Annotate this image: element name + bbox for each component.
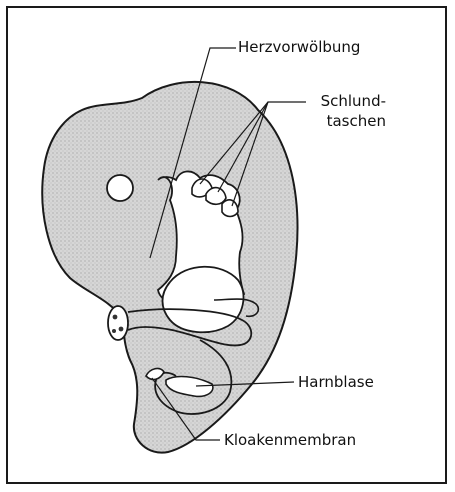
label-pharyngeal-line2: taschen bbox=[310, 112, 386, 130]
label-bladder: Harnblase bbox=[298, 373, 374, 391]
eye-vesicle bbox=[107, 175, 133, 201]
label-pharyngeal-line1: Schlund- bbox=[310, 92, 386, 110]
umbilical-cord bbox=[108, 306, 128, 340]
label-heart: Herzvorwölbung bbox=[238, 38, 360, 56]
embryo-body bbox=[42, 82, 297, 453]
label-cloacal-membrane: Kloakenmembran bbox=[224, 431, 356, 449]
